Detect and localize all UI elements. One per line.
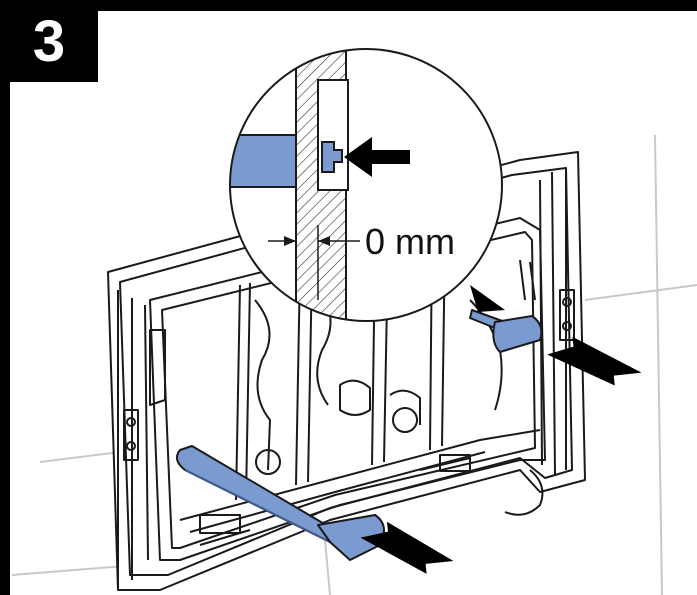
detail-magnifier: 0 mm [229, 48, 503, 322]
top-border [0, 0, 697, 11]
arrow-down-left-icon [360, 521, 454, 574]
gap-dimension-label: 0 mm [365, 221, 455, 262]
spacer-bar-long [175, 445, 385, 561]
left-border [0, 0, 10, 595]
arrow-left-icon [344, 137, 410, 177]
arrow-down-left-icon [547, 336, 642, 386]
magnifier-pointer [470, 285, 505, 312]
step-number-badge: 3 [0, 0, 98, 82]
spacer-block-right [469, 309, 543, 353]
step-number: 3 [32, 8, 66, 74]
